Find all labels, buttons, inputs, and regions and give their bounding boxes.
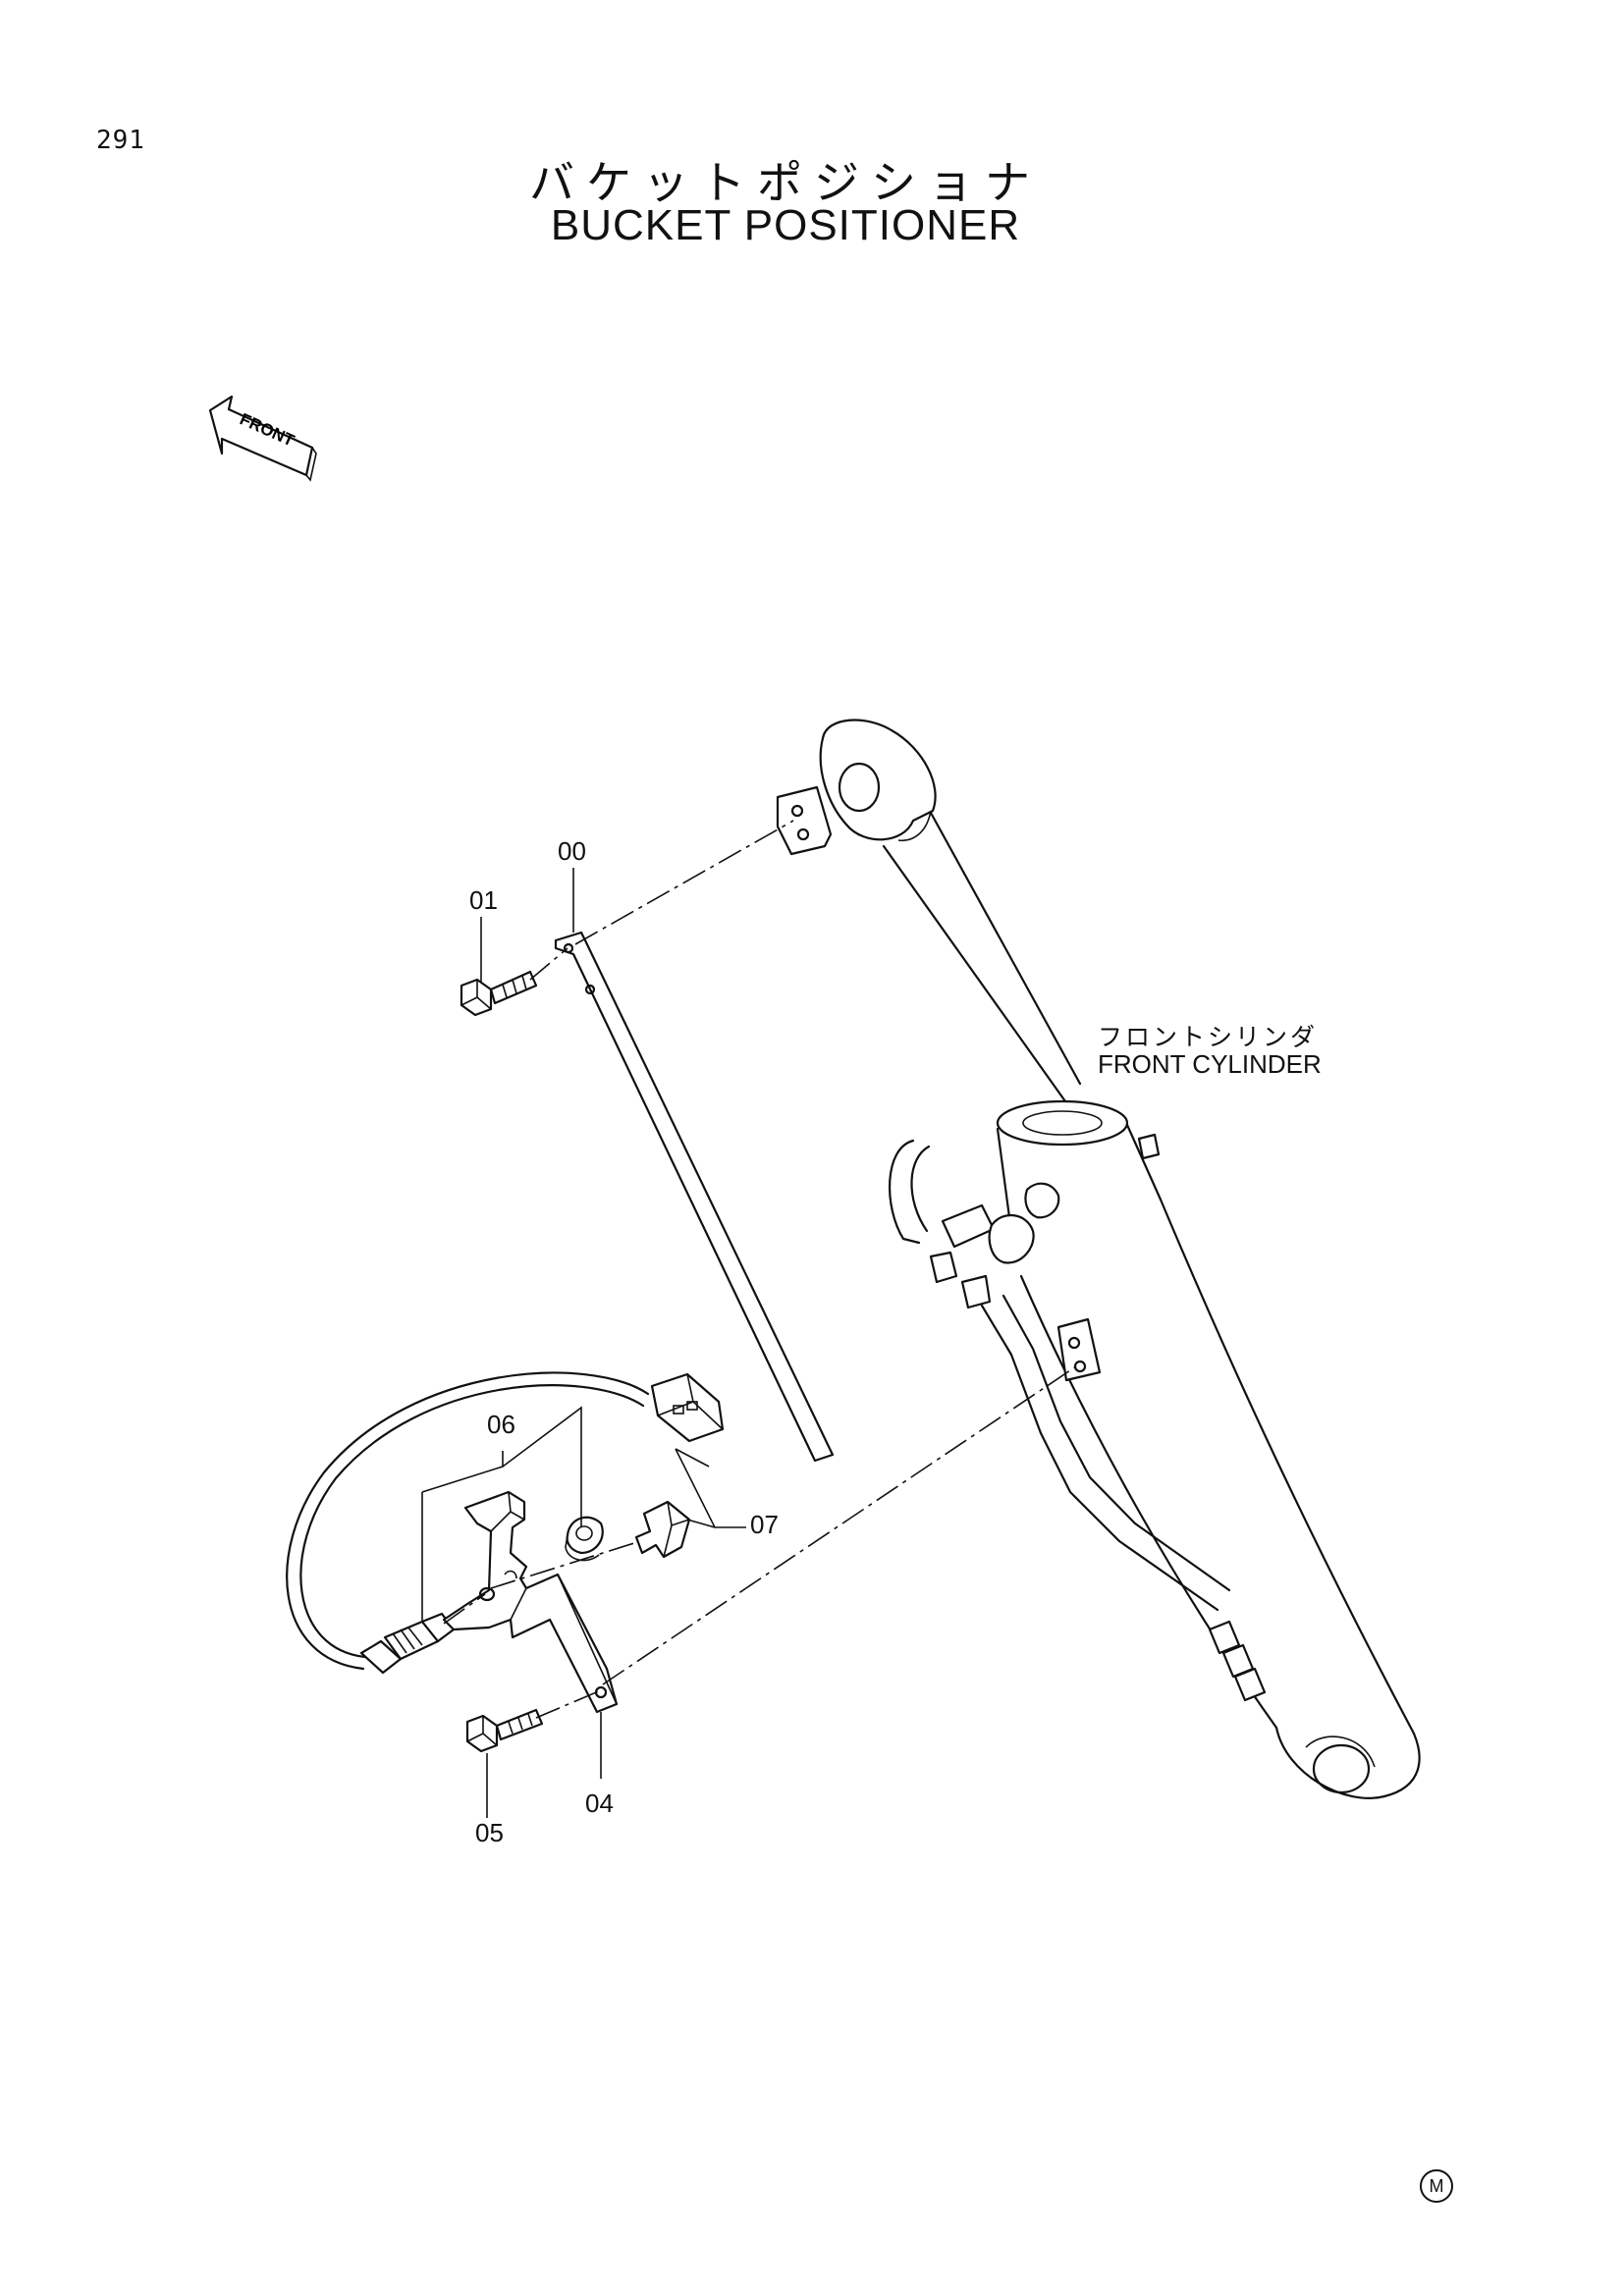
bracket-strip-00 bbox=[554, 931, 835, 1463]
callout-01: 01 bbox=[469, 885, 498, 915]
page-number: 291 bbox=[96, 126, 145, 155]
clip-07 bbox=[634, 1500, 691, 1559]
bolt-05 bbox=[465, 1708, 544, 1753]
callout-00: 00 bbox=[558, 836, 586, 866]
circled-m-mark: M bbox=[1420, 2169, 1453, 2203]
callout-06: 06 bbox=[487, 1410, 515, 1439]
front-cylinder-label: FRONT CYLINDER bbox=[1098, 1049, 1322, 1079]
callout-07: 07 bbox=[750, 1510, 779, 1539]
sensor-06 bbox=[359, 1516, 604, 1675]
page-title-japanese: バケットポジショナ bbox=[529, 156, 1042, 209]
sensor-cable bbox=[286, 1371, 725, 1671]
callout-04: 04 bbox=[585, 1789, 614, 1818]
bolt-01 bbox=[460, 970, 538, 1017]
front-cylinder-label-japanese: フロントシリンダ bbox=[1098, 1023, 1319, 1051]
front-arrow-label: FRONT bbox=[237, 409, 298, 450]
front-cylinder bbox=[776, 719, 1421, 1799]
page-title: BUCKET POSITIONER bbox=[550, 201, 1021, 249]
front-arrow-icon: FRONT bbox=[208, 395, 317, 482]
leader-lines bbox=[421, 868, 746, 1818]
callout-05: 05 bbox=[475, 1818, 504, 1847]
